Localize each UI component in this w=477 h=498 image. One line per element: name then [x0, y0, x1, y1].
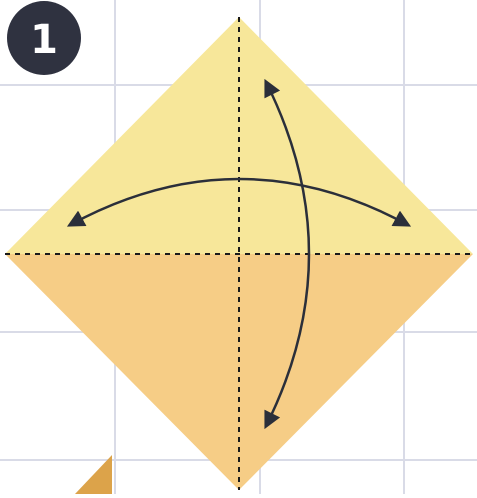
- horizontal-fold-arrow-icon: [66, 177, 412, 227]
- vertical-fold-arrow-icon: [264, 78, 311, 430]
- next-step-paper-corner: [75, 455, 112, 494]
- step-badge-circle: [7, 1, 81, 75]
- step-badge: 1: [7, 1, 81, 75]
- paper-top-half: [5, 17, 473, 254]
- step-number: 1: [30, 17, 58, 63]
